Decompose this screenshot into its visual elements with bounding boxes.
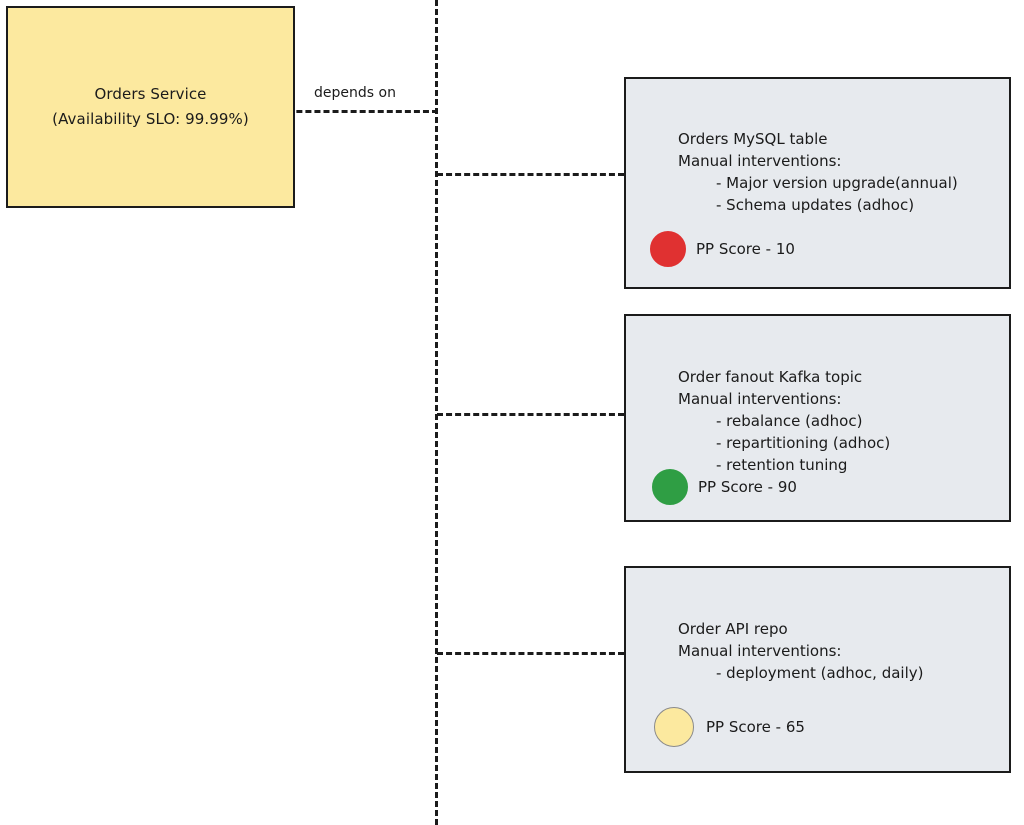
service-subtitle: (Availability SLO: 99.99%) <box>52 110 249 128</box>
node-kafka-score-row: PP Score - 90 <box>652 469 797 505</box>
node-repo-score-label: PP Score - 65 <box>706 718 805 736</box>
status-dot-icon <box>650 231 686 267</box>
node-mysql-title: Orders MySQL table <box>678 130 828 148</box>
node-mysql-subtitle: Manual interventions: <box>678 152 842 170</box>
status-dot-icon <box>654 707 694 747</box>
node-repo-title: Order API repo <box>678 620 788 638</box>
node-mysql-text: Orders MySQL table Manual interventions:… <box>678 128 999 216</box>
connector-spine-to-repo <box>437 652 624 655</box>
list-item: - retention tuning <box>716 456 848 474</box>
node-order-fanout-kafka-topic[interactable]: Order fanout Kafka topic Manual interven… <box>624 314 1011 522</box>
connector-spine-to-kafka <box>437 413 624 416</box>
node-mysql-score-row: PP Score - 10 <box>650 231 795 267</box>
node-kafka-title: Order fanout Kafka topic <box>678 368 863 386</box>
edge-label-depends-on: depends on <box>311 85 399 101</box>
node-repo-intervention-list: - deployment (adhoc, daily) <box>678 662 999 684</box>
node-order-api-repo[interactable]: Order API repo Manual interventions: - d… <box>624 566 1011 773</box>
node-repo-text: Order API repo Manual interventions: - d… <box>678 618 999 684</box>
node-orders-service[interactable]: Orders Service (Availability SLO: 99.99%… <box>6 6 295 208</box>
connector-spine <box>435 0 438 825</box>
service-title: Orders Service <box>94 85 207 103</box>
list-item: - Major version upgrade(annual) <box>716 174 958 192</box>
connector-spine-to-mysql <box>437 173 624 176</box>
list-item: - deployment (adhoc, daily) <box>716 664 924 682</box>
node-kafka-text: Order fanout Kafka topic Manual interven… <box>678 366 999 476</box>
node-repo-subtitle: Manual interventions: <box>678 642 842 660</box>
node-mysql-score-label: PP Score - 10 <box>696 240 795 258</box>
node-kafka-subtitle: Manual interventions: <box>678 390 842 408</box>
list-item: - Schema updates (adhoc) <box>716 196 915 214</box>
status-dot-icon <box>652 469 688 505</box>
node-repo-score-row: PP Score - 65 <box>654 707 805 747</box>
list-item: - repartitioning (adhoc) <box>716 434 891 452</box>
node-mysql-intervention-list: - Major version upgrade(annual) - Schema… <box>678 172 999 216</box>
node-kafka-score-label: PP Score - 90 <box>698 478 797 496</box>
node-orders-mysql-table[interactable]: Orders MySQL table Manual interventions:… <box>624 77 1011 289</box>
list-item: - rebalance (adhoc) <box>716 412 863 430</box>
node-kafka-intervention-list: - rebalance (adhoc) - repartitioning (ad… <box>678 410 999 476</box>
